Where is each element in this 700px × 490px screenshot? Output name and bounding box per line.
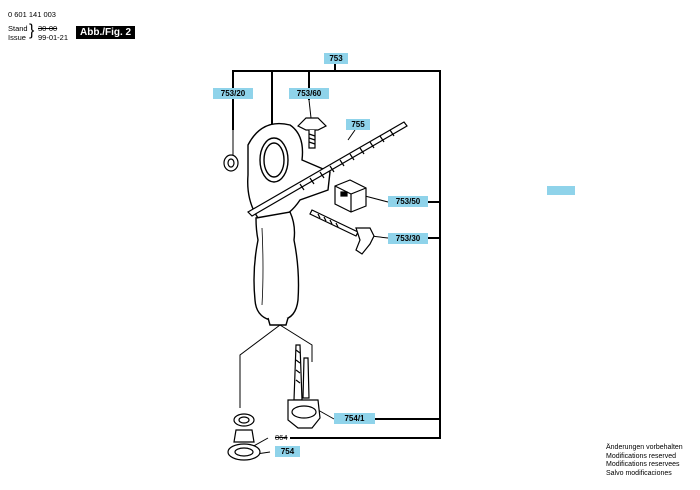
part-label-754: 754 <box>275 446 300 457</box>
blank-label-box <box>547 186 575 195</box>
old-date: 30-00 <box>38 24 58 33</box>
issue-date: 99-01-21 <box>38 33 69 42</box>
document-number: 0 601 141 003 <box>8 10 56 19</box>
nut-part <box>223 154 239 172</box>
note-line-fr: Modifications reservees <box>606 461 680 469</box>
note-line-es: Salvo modificaciones <box>606 469 672 477</box>
part-label-753-20: 753/20 <box>213 88 253 99</box>
figure-label: Abb./Fig. 2 <box>76 26 136 39</box>
flange-part <box>227 413 261 461</box>
stand-label: Stand <box>8 24 28 33</box>
depth-stop-part <box>287 344 321 429</box>
brace-icon: } <box>29 22 35 39</box>
part-label-755: 755 <box>346 119 370 130</box>
issue-label: Issue <box>8 33 26 42</box>
part-label-753-60: 753/60 <box>289 88 329 99</box>
note-line-de: Änderungen vorbehalten <box>606 444 683 451</box>
part-label-753-30: 753/30 <box>388 233 428 244</box>
part-label-753-50: 753/50 <box>388 196 428 207</box>
depth-rod-part <box>247 121 408 217</box>
handle-collar-part <box>247 122 331 219</box>
part-label-753: 753 <box>324 53 348 64</box>
wing-screw-part <box>296 117 328 149</box>
note-line-en: Modifications reserved <box>606 452 677 460</box>
part-label-754-1: 754/1 <box>334 413 375 424</box>
part-label-864: 864 <box>275 433 288 442</box>
bolt-part <box>309 209 375 255</box>
modifications-note: Änderungen vorbehalten Modifications res… <box>606 444 683 478</box>
block-part <box>334 179 367 213</box>
grip-part <box>253 211 300 326</box>
